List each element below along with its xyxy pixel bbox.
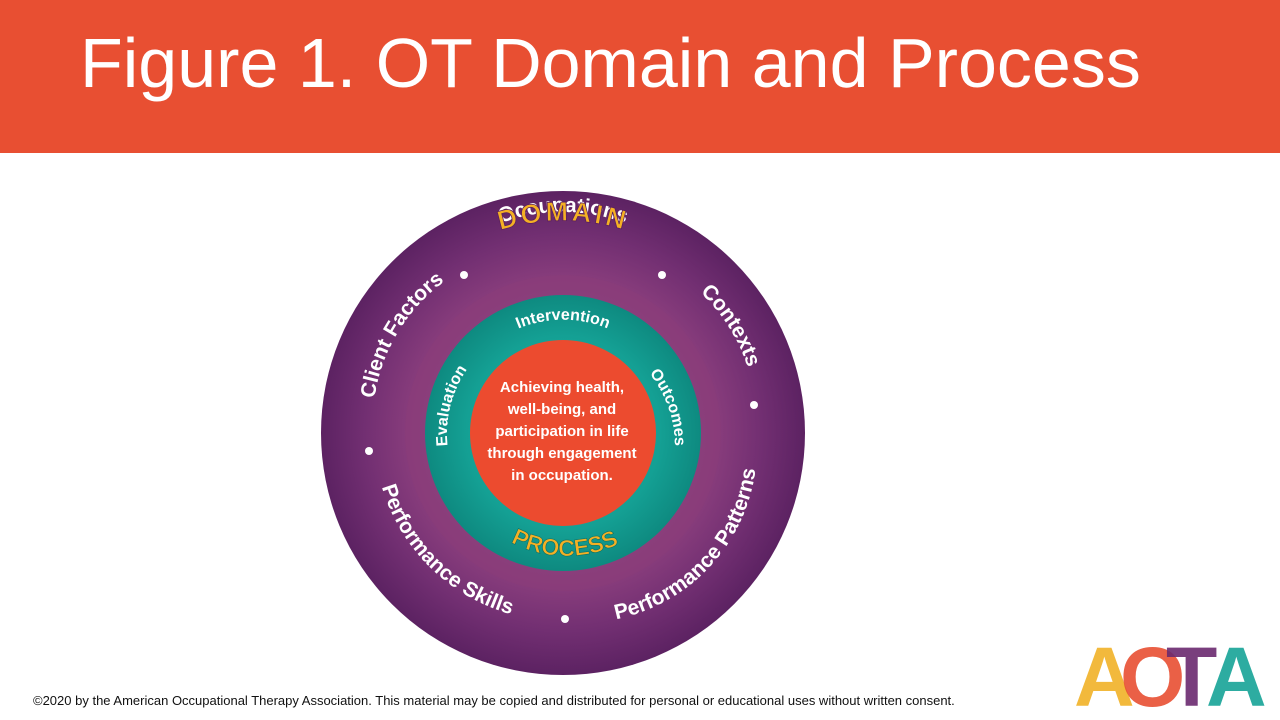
title-bar: Figure 1. OT Domain and Process (0, 0, 1280, 153)
center-statement: Achieving health, well-being, and partic… (487, 379, 636, 484)
center-text-line: through engagement (487, 445, 636, 462)
center-text-line: well-being, and (507, 401, 616, 418)
logo-letter-a: A (1074, 630, 1135, 710)
domain-separator-dots (365, 271, 758, 623)
logo-letter-o: O (1120, 630, 1185, 710)
logo-letter-a2: A (1206, 630, 1267, 710)
page-title: Figure 1. OT Domain and Process (80, 24, 1141, 102)
copyright-notice: ©2020 by the American Occupational Thera… (33, 693, 955, 708)
ot-domain-process-diagram: Occupations Contexts Performance Pattern… (321, 191, 805, 675)
center-circle (470, 340, 656, 526)
process-label: PROCESS (508, 523, 621, 561)
logo-letter-t: T (1166, 630, 1217, 710)
center-text-line: Achieving health, (500, 379, 624, 396)
center-text-line: in occupation. (511, 467, 613, 484)
center-text-line: participation in life (495, 423, 628, 440)
aota-logo: A O T A (1074, 630, 1267, 710)
